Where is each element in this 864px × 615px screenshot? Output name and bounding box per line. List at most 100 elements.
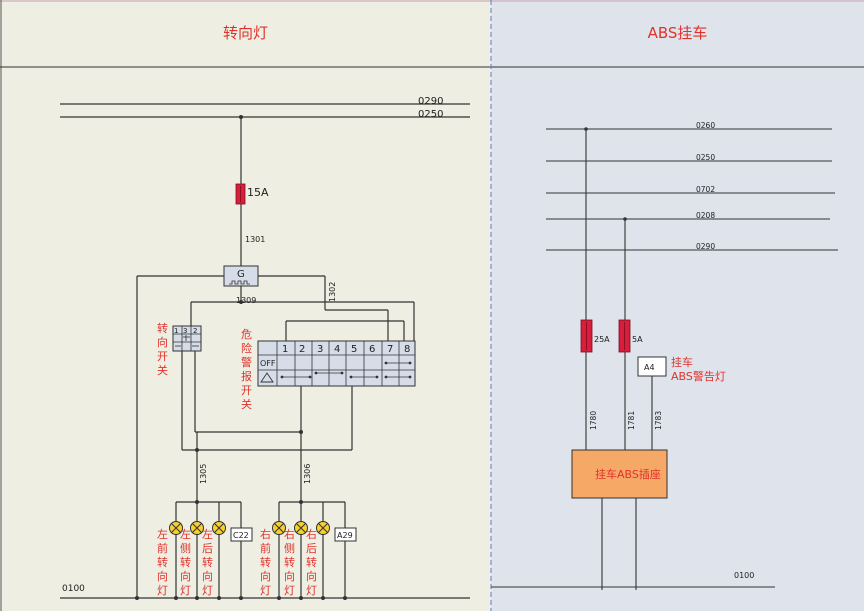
trailer-abs-socket-label: 挂车ABS插座 — [595, 467, 661, 481]
svg-text:关: 关 — [157, 363, 168, 377]
left-panel-bg — [0, 0, 491, 611]
svg-text:右: 右 — [306, 527, 317, 541]
right-panel-bg — [491, 0, 864, 611]
svg-text:警: 警 — [241, 355, 252, 369]
svg-text:右: 右 — [260, 527, 271, 541]
svg-text:灯: 灯 — [260, 584, 271, 597]
right-panel-title: ABS挂车 — [647, 24, 708, 42]
abs-warning-lamp-label-2: ABS警告灯 — [671, 369, 726, 383]
svg-text:转: 转 — [157, 555, 168, 569]
hazard-pin-6: 6 — [369, 344, 375, 355]
svg-text:关: 关 — [241, 397, 252, 411]
turn-switch-label: 转 向 开 关 — [157, 321, 168, 377]
flasher-relay: G — [223, 265, 259, 287]
svg-text:向: 向 — [157, 335, 168, 349]
svg-text:向: 向 — [157, 569, 168, 583]
lamp-right-side — [294, 521, 308, 535]
svg-text:开: 开 — [157, 350, 168, 363]
svg-text:前: 前 — [260, 541, 271, 555]
svg-text:向: 向 — [306, 569, 317, 583]
lamp-right-front — [272, 521, 286, 535]
svg-text:转: 转 — [260, 555, 271, 569]
svg-text:0208: 0208 — [696, 211, 715, 220]
svg-text:转: 转 — [202, 555, 213, 569]
left-panel-title: 转向灯 — [222, 24, 268, 42]
wire-label-1306: 1306 — [303, 464, 312, 484]
lamp-right-rear — [316, 521, 330, 535]
label-left-side-lamp: 左 侧 转 向 灯 — [180, 528, 191, 597]
svg-text:转: 转 — [306, 555, 317, 569]
svg-text:0702: 0702 — [696, 185, 715, 194]
hazard-pin-2: 2 — [299, 344, 305, 355]
fuse-25a-label: 25A — [594, 335, 610, 344]
turn-switch-pin-2: 2 — [193, 327, 197, 335]
svg-text:灯: 灯 — [157, 584, 168, 597]
right-bus-labels: 0260 0250 0702 0208 0290 — [696, 121, 715, 251]
svg-text:后: 后 — [306, 542, 317, 555]
svg-text:转: 转 — [284, 555, 295, 569]
wire-label-1301: 1301 — [245, 235, 265, 244]
hazard-pin-5: 5 — [351, 344, 357, 355]
svg-text:开: 开 — [241, 384, 252, 397]
wire-label-1305: 1305 — [199, 464, 208, 484]
wire-label-1309: 1309 — [236, 296, 256, 305]
connector-c22 — [230, 527, 253, 542]
fuse-15a-label: 15A — [247, 186, 269, 199]
svg-text:危: 危 — [241, 328, 252, 341]
hazard-switch: 1 2 3 4 5 6 7 8 OFF — [257, 340, 416, 387]
flasher-label: G — [237, 269, 245, 280]
wire-label-1302: 1302 — [328, 282, 337, 302]
svg-text:向: 向 — [202, 569, 213, 583]
right-junctions — [584, 127, 627, 221]
turn-switch: 3 1 2 — [172, 325, 202, 352]
hazard-triangle-icon — [260, 372, 274, 383]
svg-text:右: 右 — [284, 527, 295, 541]
svg-text:转: 转 — [180, 555, 191, 569]
indicator-a4 — [637, 356, 667, 377]
lamp-left-side — [190, 521, 204, 535]
indicator-a4-label: A4 — [644, 363, 655, 372]
abs-warning-lamp-label-1: 挂车 — [671, 355, 693, 369]
connector-a29-label: A29 — [337, 531, 353, 540]
bus-label-0290: 0290 — [418, 96, 443, 107]
ground-bus-label-right: 0100 — [734, 571, 754, 580]
hazard-pin-1: 1 — [282, 344, 288, 355]
label-left-front-lamp: 左 前 转 向 灯 — [157, 528, 168, 597]
hazard-off-label: OFF — [260, 359, 276, 368]
svg-text:侧: 侧 — [180, 542, 191, 555]
connector-a29 — [334, 527, 357, 542]
svg-text:前: 前 — [157, 541, 168, 555]
svg-text:转: 转 — [157, 321, 168, 335]
svg-text:左: 左 — [157, 528, 168, 541]
svg-text:报: 报 — [241, 369, 252, 383]
svg-text:侧: 侧 — [284, 542, 295, 555]
lamp-left-front — [169, 521, 183, 535]
lamp-labels: 左 前 转 向 灯 左 侧 转 向 灯 左 后 转 向 灯 右 前 转 向 灯 — [157, 527, 317, 597]
svg-text:向: 向 — [284, 569, 295, 583]
hazard-pin-3: 3 — [317, 344, 323, 355]
svg-text:左: 左 — [180, 528, 191, 541]
hazard-pin-7: 7 — [387, 344, 393, 355]
svg-text:灯: 灯 — [284, 584, 295, 597]
svg-text:灯: 灯 — [202, 584, 213, 597]
label-right-rear-lamp: 右 后 转 向 灯 — [306, 527, 317, 597]
svg-text:灯: 灯 — [306, 584, 317, 597]
label-right-side-lamp: 右 侧 转 向 灯 — [284, 527, 295, 597]
svg-text:向: 向 — [180, 569, 191, 583]
lamp-left-rear — [212, 521, 226, 535]
hazard-pin-4: 4 — [334, 344, 340, 355]
svg-text:0290: 0290 — [696, 242, 715, 251]
label-right-front-lamp: 右 前 转 向 灯 — [260, 527, 271, 597]
svg-text:0260: 0260 — [696, 121, 715, 130]
label-left-rear-lamp: 左 后 转 向 灯 — [202, 528, 213, 597]
wire-label-1783: 1783 — [654, 411, 663, 430]
right-wiring — [491, 128, 838, 590]
svg-text:后: 后 — [202, 542, 213, 555]
hazard-pin-8: 8 — [404, 344, 410, 355]
fuse-5a-label: 5A — [632, 335, 643, 344]
wire-label-1781: 1781 — [627, 411, 636, 430]
wire-label-1780: 1780 — [589, 411, 598, 430]
svg-text:险: 险 — [241, 341, 252, 355]
turn-switch-pin-3: 3 — [183, 327, 187, 335]
